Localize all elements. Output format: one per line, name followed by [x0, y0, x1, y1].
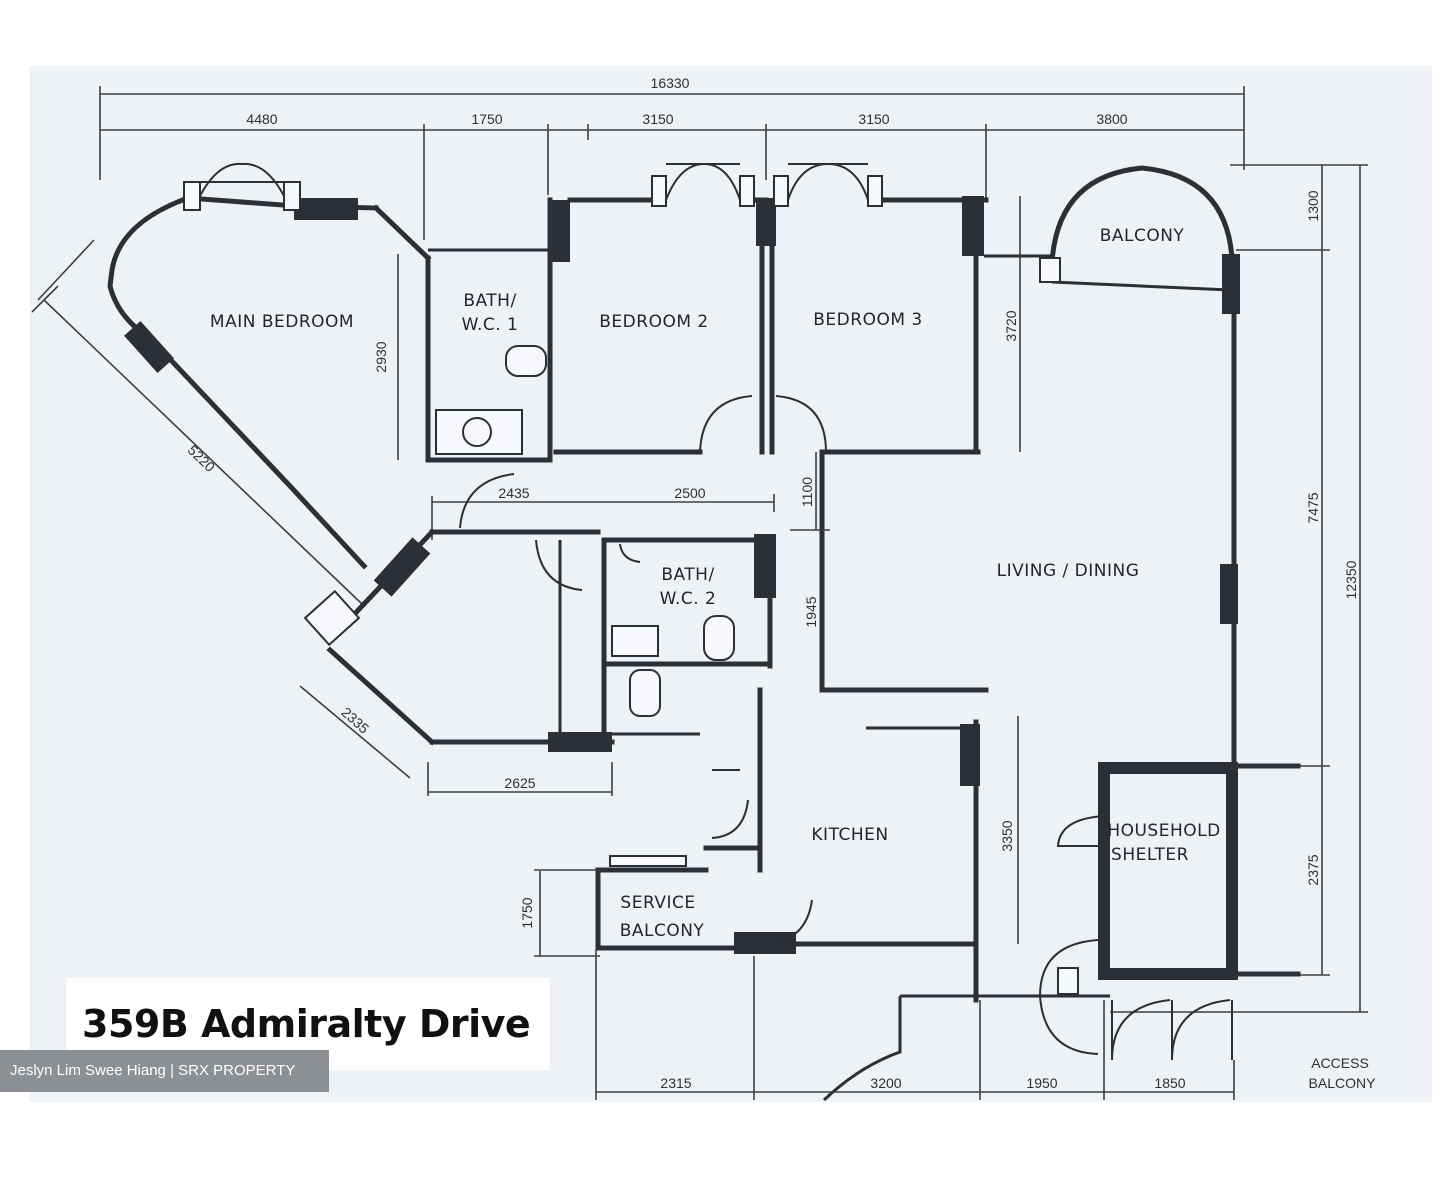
kitchen-walls: 3350 [711, 687, 1019, 1003]
room-access-balcony-line2: BALCONY [1309, 1075, 1377, 1091]
dim-balcony-depth: 1300 [1305, 190, 1321, 221]
dim-bottom-2: 3200 [870, 1075, 901, 1091]
service-balcony-walls: 1750 [519, 845, 763, 957]
dim-overall-width: 16330 [651, 75, 690, 91]
room-bath-wc2-line2: W.C. 2 [660, 589, 717, 609]
dim-right-overall: 12350 [1343, 560, 1359, 599]
top-dimensions: 16330 4480 1750 3150 3150 3800 [99, 75, 1245, 240]
room-service-balcony-line1: SERVICE [620, 893, 695, 913]
study-walls: 2335 2625 [299, 528, 615, 796]
room-service-balcony-line2: BALCONY [620, 921, 705, 941]
plan-sheet [30, 66, 1432, 1102]
dim-corridor-2: 2500 [674, 485, 705, 501]
bedroom2-walls [553, 163, 776, 455]
room-bath-wc1-line1: BATH/ [463, 291, 516, 311]
room-kitchen: KITCHEN [811, 825, 888, 845]
dim-top-2: 1750 [471, 111, 502, 127]
room-living-dining: LIVING / DINING [997, 561, 1140, 581]
dim-bottom-3: 1950 [1026, 1075, 1057, 1091]
dim-bottom-1: 2315 [660, 1075, 691, 1091]
room-household-shelter-line2: SHELTER [1111, 845, 1189, 865]
dim-corridor-1: 2435 [498, 485, 529, 501]
household-shelter-walls [1056, 762, 1301, 980]
bedroom3-walls: 3720 [769, 163, 1021, 455]
dim-top-5: 3800 [1096, 111, 1127, 127]
dim-right-living: 7475 [1305, 492, 1321, 523]
dim-bottom-4: 1850 [1154, 1075, 1185, 1091]
bath-wc1-walls: 2930 [373, 197, 570, 463]
dim-bed3-height: 3720 [1003, 310, 1019, 341]
dim-kitchen-height: 3350 [999, 820, 1015, 851]
living-dining-walls: 1100 1945 [790, 287, 1238, 769]
dim-corridor-height: 1100 [799, 477, 815, 507]
dim-living-left: 1945 [803, 596, 819, 627]
main-bedroom-walls [107, 162, 548, 570]
dim-top-4: 3150 [858, 111, 889, 127]
entrance-area: ACCESS BALCONY [822, 939, 1377, 1102]
dim-study-width: 2625 [504, 775, 535, 791]
room-bedroom3: BEDROOM 3 [813, 310, 922, 330]
room-access-balcony-line1: ACCESS [1311, 1055, 1369, 1071]
room-bath-wc1-line2: W.C. 1 [462, 315, 519, 335]
agent-credit: Jeslyn Lim Swee Hiang | SRX PROPERTY [0, 1050, 329, 1092]
room-main-bedroom: MAIN BEDROOM [210, 312, 354, 332]
dim-top-1: 4480 [246, 111, 277, 127]
room-bedroom2: BEDROOM 2 [599, 312, 708, 332]
room-household-shelter-line1: HOUSEHOLD [1107, 821, 1220, 841]
room-bath-wc2-line1: BATH/ [661, 565, 714, 585]
bath-wc2-walls [601, 534, 776, 743]
dim-right-shelter: 2375 [1305, 854, 1321, 885]
dim-bath1-height: 2930 [373, 341, 389, 372]
room-balcony: BALCONY [1100, 226, 1185, 246]
dim-service-height: 1750 [519, 897, 535, 928]
dim-top-3: 3150 [642, 111, 673, 127]
bottom-dimensions: 2315 3200 1950 1850 [595, 950, 1235, 1100]
